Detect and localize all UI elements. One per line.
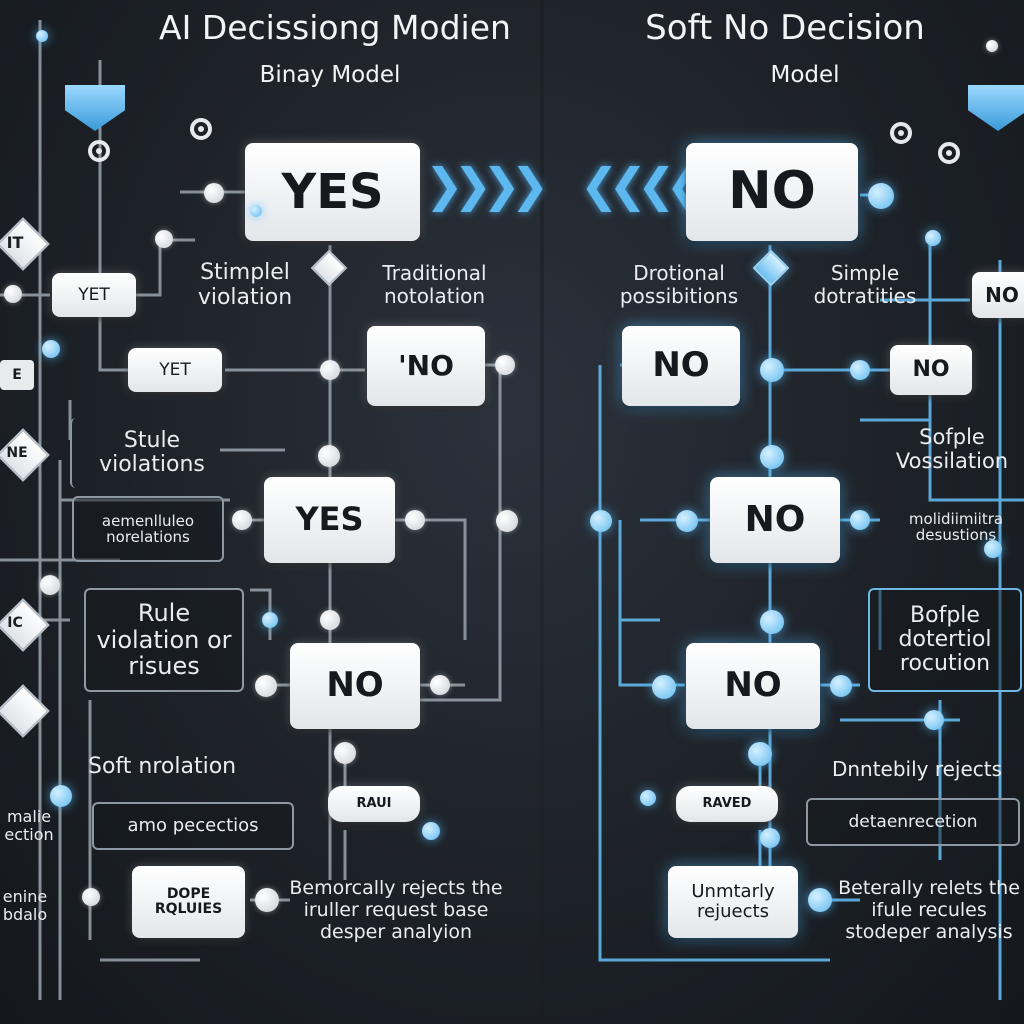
node-ring-icon xyxy=(890,122,912,144)
node-dot-blue xyxy=(760,828,780,848)
chevron-left-icon: ❮❮❮❮ xyxy=(580,158,704,212)
node-dot-blue xyxy=(590,510,612,532)
node-dot xyxy=(82,888,100,906)
node-dot xyxy=(405,510,425,530)
node-dot-blue xyxy=(924,710,944,730)
node-dot xyxy=(155,230,173,248)
node-dot-blue xyxy=(262,612,278,628)
node-dot xyxy=(495,355,515,375)
node-dot xyxy=(320,360,340,380)
node-dot-blue xyxy=(748,742,772,766)
node-ring-icon xyxy=(190,118,212,140)
node-dot-blue xyxy=(760,610,784,634)
node-dot-blue xyxy=(640,790,656,806)
node-dot-blue xyxy=(676,510,698,532)
node-dot xyxy=(430,675,450,695)
node-ring-icon xyxy=(88,140,110,162)
right-title: Soft No Decision xyxy=(645,8,925,48)
no-box-low-right: NO xyxy=(686,643,820,729)
node-dot-blue xyxy=(652,675,676,699)
label-sofple: Sofple Vossilation xyxy=(895,425,1009,474)
label-generated-left: aemenlluleo norelations xyxy=(72,496,224,562)
node-dot-blue xyxy=(850,360,870,380)
right-bottom-text: Beterally relets the ifule recules stode… xyxy=(838,877,1020,943)
side-label-ic: IC xyxy=(7,615,23,631)
node-dot-blue xyxy=(850,510,870,530)
no-box-top: NO xyxy=(686,143,858,241)
no-box-mid-right: NO xyxy=(710,477,840,563)
label-stule: Stule violations xyxy=(70,418,232,488)
label-simple: Simple dotratities xyxy=(813,261,917,308)
yes-box-mid: YES xyxy=(264,477,395,563)
pill-box-left: RAUI xyxy=(328,786,420,822)
label-drotional: Drotional possibitions xyxy=(619,261,739,308)
node-dot-blue xyxy=(422,822,440,840)
node-dot xyxy=(318,445,340,467)
left-subtitle: Binay Model xyxy=(259,62,401,88)
no-box-small-right: NO xyxy=(890,345,972,395)
side-bottom-label-2: enine bdalo xyxy=(2,887,48,925)
node-dot-blue xyxy=(42,340,60,358)
node-dot-blue xyxy=(50,785,72,807)
pill-box-right: RAVED xyxy=(676,786,778,822)
node-dot xyxy=(4,285,22,303)
node-dot xyxy=(40,575,60,595)
node-dot-blue xyxy=(760,445,784,469)
side-label-it: IT xyxy=(6,232,24,252)
unmerly-box: Unmtarly rejuects xyxy=(668,866,798,938)
label-dnnebly: Dnntebily rejects xyxy=(831,757,1003,781)
label-stimplel: Stimplel violation xyxy=(197,260,293,311)
label-deta: detaenrecetion xyxy=(806,798,1020,846)
side-bottom-label-1: malie ection xyxy=(4,807,54,845)
node-dot-blue xyxy=(925,230,941,246)
no-box-left: NO xyxy=(622,326,740,406)
label-bofple: Bofple dotertiol rocution xyxy=(868,588,1022,692)
right-subtitle: Model xyxy=(770,62,840,88)
dope-box: DOPE RQLUIES xyxy=(132,866,245,938)
side-no-box: NO xyxy=(972,272,1024,318)
node-dot-blue xyxy=(250,205,262,217)
node-dot xyxy=(320,610,340,630)
yet-box-small: YET xyxy=(52,273,136,317)
node-dot-blue xyxy=(984,540,1002,558)
node-dot xyxy=(496,510,518,532)
node-dot xyxy=(255,888,279,912)
node-dot xyxy=(986,40,998,52)
node-ring-icon xyxy=(938,142,960,164)
node-dot-blue xyxy=(830,675,852,697)
node-dot-blue xyxy=(808,888,832,912)
label-traditional: Traditional notolation xyxy=(382,261,487,308)
node-dot xyxy=(204,183,224,203)
side-label-e: E xyxy=(0,360,34,390)
left-bottom-text: Bemorcally rejects the iruller request b… xyxy=(289,877,503,943)
node-dot-blue xyxy=(760,358,784,382)
chevron-right-icon: ❯❯❯❯ xyxy=(425,158,549,212)
node-dot xyxy=(232,510,252,530)
label-rule-violation: Rule violation or risues xyxy=(84,588,244,692)
label-soft-violation: Soft nrolation xyxy=(88,753,237,779)
label-generated-right: molidiimiitra desustions xyxy=(908,509,1004,544)
node-dot-blue xyxy=(868,183,894,209)
yes-box-top: YES xyxy=(245,143,420,241)
node-dot xyxy=(334,742,356,764)
node-dot-blue xyxy=(36,30,48,42)
label-amo: amo pecectios xyxy=(92,802,294,850)
panel-divider xyxy=(540,0,544,1024)
left-title: AI Decissiong Modien xyxy=(159,8,511,47)
node-dot xyxy=(255,675,277,697)
no-box-small: 'NO xyxy=(367,326,485,406)
side-label-ne: NE xyxy=(6,445,28,461)
no-box-mid-left: NO xyxy=(290,643,420,729)
yet-box-mid: YET xyxy=(128,348,222,392)
